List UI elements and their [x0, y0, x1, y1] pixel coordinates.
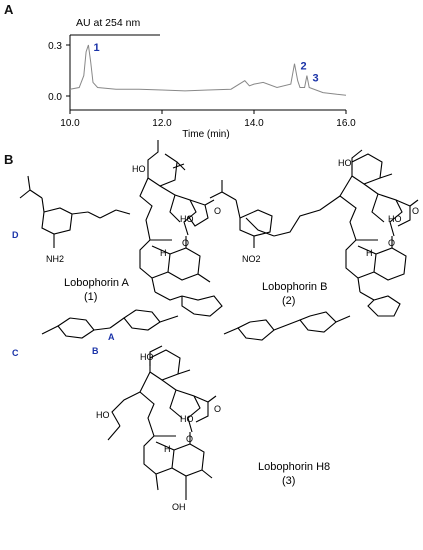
- x-axis-label: Time (min): [182, 129, 229, 140]
- ring-label-c: C: [12, 348, 19, 358]
- peak-label: 2: [300, 61, 306, 73]
- peak-label: 3: [312, 73, 318, 85]
- chromatogram: AU at 254 nm 0.3 0.0 10.0 12.0 14.0 16.0 Ti…: [48, 17, 356, 140]
- o-atom: O: [214, 404, 221, 414]
- panel-b-letter: B: [4, 152, 14, 167]
- compound-3-name: Lobophorin H8: [258, 461, 330, 473]
- compound-1-name: Lobophorin A: [64, 277, 129, 289]
- x-tick-label: 12.0: [152, 118, 172, 129]
- ho-group: HO: [96, 410, 110, 420]
- no2-group: NO2: [242, 254, 261, 264]
- o-atom: O: [186, 434, 193, 444]
- nh2-group: NH2: [46, 254, 64, 264]
- o-atom: O: [388, 238, 395, 248]
- compound-3-number: (3): [282, 475, 295, 487]
- h-atom: H: [164, 444, 171, 454]
- ho-group: HO: [132, 164, 146, 174]
- o-atom: O: [182, 238, 189, 248]
- ho-group: HO: [140, 352, 154, 362]
- x-tick-label: 16.0: [336, 118, 356, 129]
- ho-group: HO: [338, 158, 352, 168]
- h-atom: H: [366, 248, 373, 258]
- ring-label-b: B: [92, 346, 99, 356]
- o-atom: O: [412, 206, 419, 216]
- lobophorin-b-structure: [209, 149, 419, 341]
- oh-group: OH: [172, 502, 186, 512]
- peak-labels: 1 23: [93, 42, 318, 85]
- h-atom: H: [160, 248, 167, 258]
- compound-2-name: Lobophorin B: [262, 281, 327, 293]
- lobophorin-h8-structure: [107, 345, 217, 500]
- y-tick-label: 0.0: [48, 92, 62, 103]
- compound-1-number: (1): [84, 291, 97, 303]
- chart-title: AU at 254 nm: [76, 17, 140, 29]
- ring-label-a: A: [108, 332, 115, 342]
- trace-line: [69, 44, 347, 96]
- peak-label: 1: [93, 42, 99, 54]
- x-tick-label: 14.0: [244, 118, 264, 129]
- o-atom: O: [214, 206, 221, 216]
- ho-group: HO: [388, 214, 402, 224]
- x-tick-label: 10.0: [60, 118, 80, 129]
- panel-a-letter: A: [4, 2, 14, 17]
- lobophorin-a-structure: [19, 140, 223, 339]
- ho-group: HO: [180, 414, 194, 424]
- y-tick-label: 0.3: [48, 41, 62, 52]
- compound-2-number: (2): [282, 295, 295, 307]
- ho-group: HO: [180, 214, 194, 224]
- ring-label-d: D: [12, 230, 19, 240]
- x-ticks: 10.0 12.0 14.0 16.0: [60, 110, 356, 129]
